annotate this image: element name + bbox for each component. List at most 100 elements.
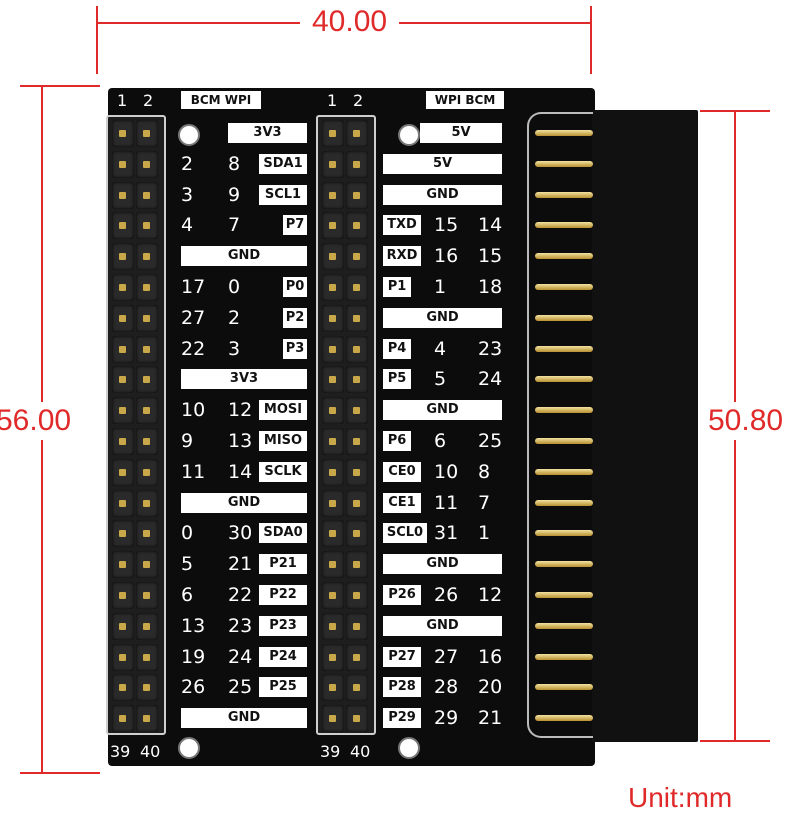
pin: [353, 438, 360, 445]
pin: [119, 438, 126, 445]
left-wpi-number: 30: [228, 522, 253, 545]
pin-socket: [322, 304, 344, 332]
left-signal-label: P3: [283, 338, 307, 359]
left-wpi-number: 0: [228, 276, 241, 298]
pin: [143, 592, 150, 599]
mounting-hole: [178, 124, 200, 146]
pin-socket: [112, 212, 134, 240]
right-wpi-number: 1: [434, 276, 447, 298]
left-wpi-number: 13: [228, 430, 253, 452]
pin-socket: [112, 120, 134, 147]
pin: [119, 345, 126, 353]
pin-socket: [322, 366, 344, 394]
height-dim-tick-top: [20, 85, 100, 87]
right-wpi-number: 5: [434, 368, 447, 391]
right-wpi-number: 16: [434, 245, 459, 268]
right-signal-label: P28: [383, 677, 421, 698]
right-wpi-number: 26: [434, 584, 459, 606]
left-bar-label: 3V3: [228, 123, 307, 143]
right-bcm-number: 15: [478, 245, 503, 268]
right-bcm-number: 16: [478, 645, 503, 668]
pin: [353, 530, 360, 538]
connector-pin: [535, 345, 593, 352]
pin-socket: [112, 520, 134, 548]
pin: [143, 715, 150, 723]
connector-pin: [535, 253, 593, 260]
pin: [143, 561, 150, 569]
pin-socket: [346, 458, 368, 486]
pin: [353, 314, 360, 322]
pin-socket: [346, 150, 368, 178]
right-signal-label: P27: [383, 646, 421, 667]
connector-pin: [535, 284, 593, 290]
right-wpi-number: 28: [434, 676, 459, 699]
left-wpi-number: 25: [228, 676, 253, 699]
left-bcm-number: 11: [181, 460, 206, 483]
pin-socket: [346, 212, 368, 240]
right-wpi-number: 10: [434, 460, 459, 483]
pin: [353, 222, 360, 230]
width-dim-tick-left: [96, 6, 98, 74]
connector-pin: [535, 715, 593, 722]
pin-socket: [136, 397, 158, 425]
right-bcm-number: 20: [478, 676, 503, 699]
pin: [119, 468, 126, 476]
right-bcm-number: 7: [478, 491, 491, 514]
unit-label: Unit:mm: [628, 782, 733, 813]
left-pin-1-label: 1: [117, 91, 128, 110]
pin-socket: [346, 612, 368, 640]
right-wpi-number: 27: [434, 645, 459, 668]
pin: [119, 191, 126, 199]
left-bar-label: GND: [181, 708, 307, 729]
pin-socket: [322, 705, 344, 733]
pin: [119, 284, 126, 291]
mid-pin-2-label: 2: [353, 91, 364, 110]
pin-socket: [322, 674, 344, 702]
pin: [329, 284, 336, 291]
pin-socket: [136, 643, 158, 671]
pin-socket: [112, 366, 134, 394]
pin-socket: [346, 397, 368, 425]
pin: [119, 561, 126, 569]
pin-socket: [112, 304, 134, 332]
pin: [119, 376, 126, 384]
pin-socket: [112, 150, 134, 178]
left-bar-label: GND: [181, 246, 307, 267]
left-pin-40-label: 40: [140, 742, 161, 761]
left-bcm-number: 26: [181, 676, 206, 699]
left-wpi-number: 21: [228, 553, 253, 576]
pin: [353, 561, 360, 569]
pin: [329, 345, 336, 353]
connector-pin: [535, 376, 593, 383]
pin: [329, 684, 336, 692]
connector-pin: [535, 561, 593, 568]
right-bar-label: GND: [383, 184, 502, 205]
pin-socket: [346, 643, 368, 671]
pin-socket: [136, 120, 158, 147]
mounting-hole: [398, 124, 420, 146]
right-signal-label: SCL0: [383, 523, 427, 544]
pin: [329, 530, 336, 538]
width-dimension: 40.00: [300, 7, 400, 37]
pin: [119, 130, 126, 137]
pin-socket: [136, 674, 158, 702]
left-bcm-number: 17: [181, 276, 206, 298]
right-signal-label: P5: [383, 369, 411, 390]
pin: [329, 468, 336, 476]
left-signal-label: P25: [259, 677, 307, 698]
pin-socket: [346, 304, 368, 332]
pin: [329, 130, 336, 137]
mid-pin-1-label: 1: [327, 91, 338, 110]
pin-socket: [136, 458, 158, 486]
pin: [353, 715, 360, 723]
pin-socket: [136, 366, 158, 394]
pin: [119, 253, 126, 261]
left-wpi-number: 24: [228, 645, 253, 668]
pin-socket: [136, 212, 158, 240]
pin-socket: [322, 489, 344, 517]
pin-socket: [322, 181, 344, 209]
right-bcm-number: 12: [478, 584, 503, 606]
pin: [329, 561, 336, 569]
pin: [329, 407, 336, 415]
right-signal-label: P29: [383, 708, 421, 729]
